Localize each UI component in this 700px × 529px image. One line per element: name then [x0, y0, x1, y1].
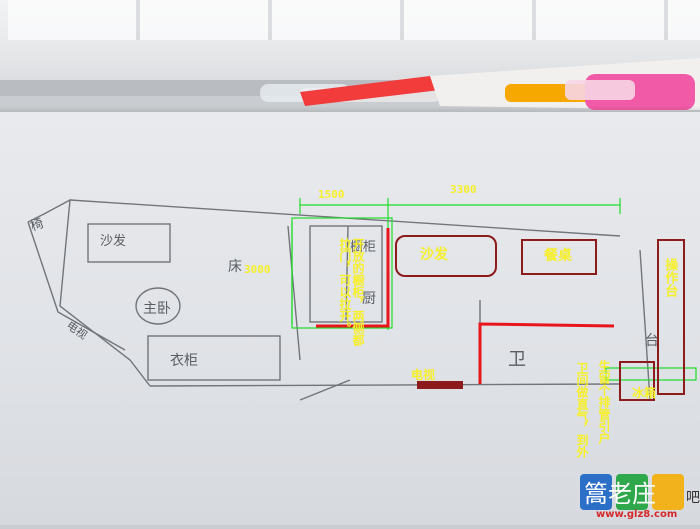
fridge-box — [619, 361, 655, 401]
red-wall-bath — [478, 322, 615, 384]
dimension-3300: 3300 — [450, 183, 477, 196]
watermark-url: www.glz8.com — [596, 509, 678, 520]
paper-shadow — [0, 106, 700, 116]
label-bathroom-note: 卫间做直气，到外 — [575, 362, 589, 458]
keyboard-keys — [8, 0, 700, 40]
hand-bath: 卫 — [508, 349, 526, 370]
hand-counter: 台 — [645, 333, 659, 349]
counter-box — [657, 239, 685, 395]
red-wall-kitchen — [316, 228, 390, 328]
label-sofa: 沙发 — [420, 247, 448, 263]
pens-illustration — [260, 58, 700, 110]
label-open-cabinet: 开放的橱柜，两侧都拉门，可以拉开。 — [337, 238, 365, 346]
label-pipe-note: 生留个排管引户 — [597, 360, 611, 444]
paper-sheet — [0, 112, 700, 525]
tv-bar — [417, 381, 463, 389]
sketch-door — [299, 379, 351, 401]
sketch-cabinet-split — [345, 225, 349, 321]
fridge-green-box — [605, 367, 697, 381]
keyboard-background — [0, 0, 700, 92]
sketch-sofa-box — [87, 223, 171, 263]
pink-pen-grip — [565, 80, 635, 100]
watermark-suffix: 吧 — [686, 490, 700, 506]
label-dining-table: 餐桌 — [544, 248, 572, 264]
sketch-left-inner — [27, 221, 126, 351]
dimension-1500: 1500 — [318, 188, 345, 201]
sketch-wardrobe-box — [147, 335, 281, 381]
watermark: 篙老庄 吧 — [578, 472, 700, 525]
hand-kitchen: 厨 — [362, 291, 376, 307]
red-pen-body — [300, 76, 440, 106]
dining-table-box — [521, 239, 597, 275]
hand-wardrobe: 衣柜 — [170, 353, 198, 369]
hand-cabinet: 橱柜 — [350, 240, 377, 255]
sketch-kitchen-cabinet — [309, 225, 383, 323]
label-fridge: 冰箱 — [632, 386, 657, 400]
sketch-bottom-wall — [149, 383, 621, 387]
label-counter: 操作台 — [662, 258, 678, 297]
dimension-3000: 3000 — [244, 263, 271, 276]
hand-bedroom: 主卧 — [143, 301, 171, 317]
hand-sofa: 沙发 — [100, 234, 127, 249]
sketch-right-wall — [639, 249, 651, 401]
sketch-bedroom-circle — [135, 287, 181, 325]
dim-kitchen-box — [291, 217, 393, 329]
watermark-logo-icon: 篙老庄 吧 — [580, 474, 700, 510]
hand-bed: 床 — [228, 259, 242, 275]
watermark-logo-text: 篙老庄 — [584, 480, 656, 508]
sketch-wall-bed — [287, 225, 301, 361]
sofa-rounded-box — [395, 235, 497, 277]
sketch-left-wall — [27, 198, 151, 387]
label-tv: 电视 — [411, 368, 436, 382]
